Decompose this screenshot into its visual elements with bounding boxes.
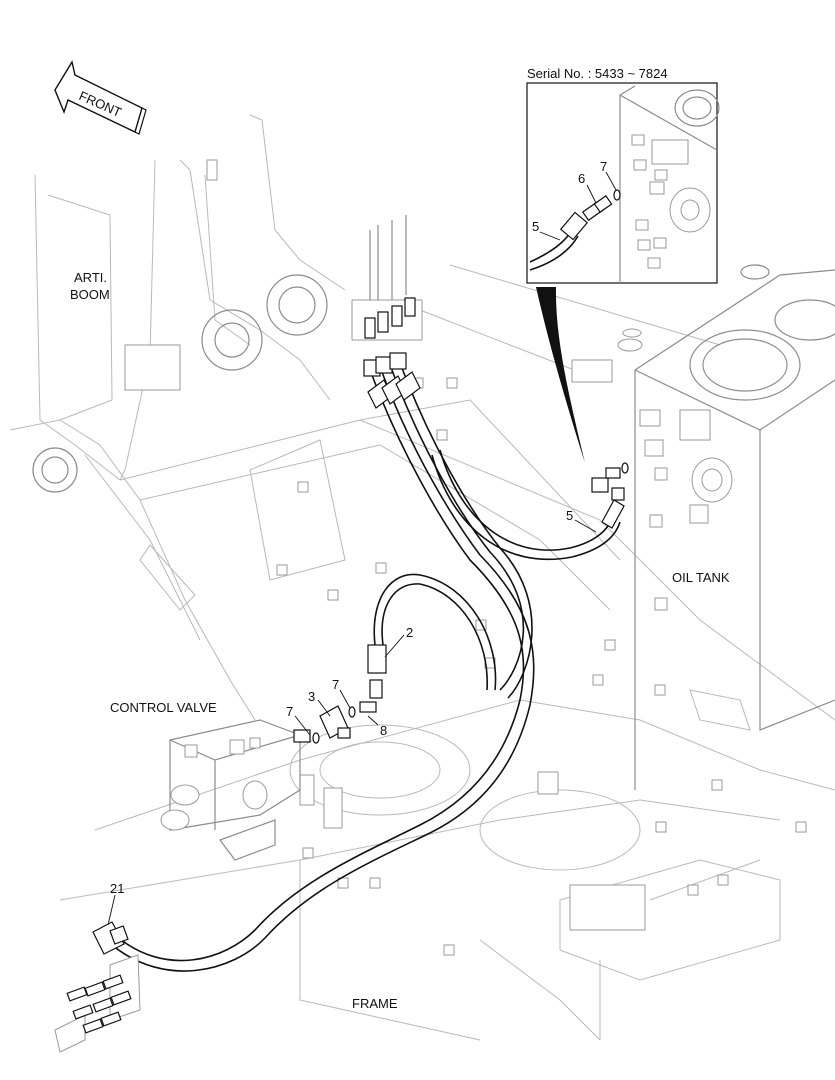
callout-elbow-3: 3 xyxy=(308,689,315,704)
serial-inset: Serial No. : 5433 ~ 7824 5 6 7 xyxy=(526,66,720,284)
callout-hose-5-main: 5 xyxy=(566,508,573,523)
callout-hose-5-inset: 5 xyxy=(532,219,539,234)
top-manifold-fittings xyxy=(351,215,423,409)
label-oil-tank: OIL TANK xyxy=(672,570,730,585)
callout-oring-7-inset: 7 xyxy=(600,159,607,174)
connector-fittings xyxy=(92,644,387,955)
callout-oring-7-b: 7 xyxy=(286,704,293,719)
callout-connector-6: 6 xyxy=(578,171,585,186)
callout-elbow-21: 21 xyxy=(110,881,124,896)
part-callouts: 2 3 7 7 8 5 21 xyxy=(110,508,573,896)
front-direction-arrow: FRONT xyxy=(54,60,147,135)
tank-fittings xyxy=(591,462,629,529)
callout-oring-7-a: 7 xyxy=(332,677,339,692)
inset-serial-text: Serial No. : 5433 ~ 7824 xyxy=(527,66,668,81)
label-arti-boom-line1: ARTI. xyxy=(74,270,107,285)
inset-pointer xyxy=(536,287,585,463)
label-arti-boom-line2: BOOM xyxy=(70,287,110,302)
callout-connector-8: 8 xyxy=(380,723,387,738)
label-frame: FRAME xyxy=(352,996,398,1011)
label-control-valve: CONTROL VALVE xyxy=(110,700,217,715)
hose-routing xyxy=(111,367,621,972)
component-labels: ARTI. BOOM OIL TANK CONTROL VALVE FRAME xyxy=(70,270,730,1011)
bottom-manifold xyxy=(54,954,141,1053)
control-valve-assembly xyxy=(160,719,301,861)
callout-hose-2: 2 xyxy=(406,625,413,640)
leader-lines xyxy=(107,519,597,926)
background-structure xyxy=(9,114,835,1041)
